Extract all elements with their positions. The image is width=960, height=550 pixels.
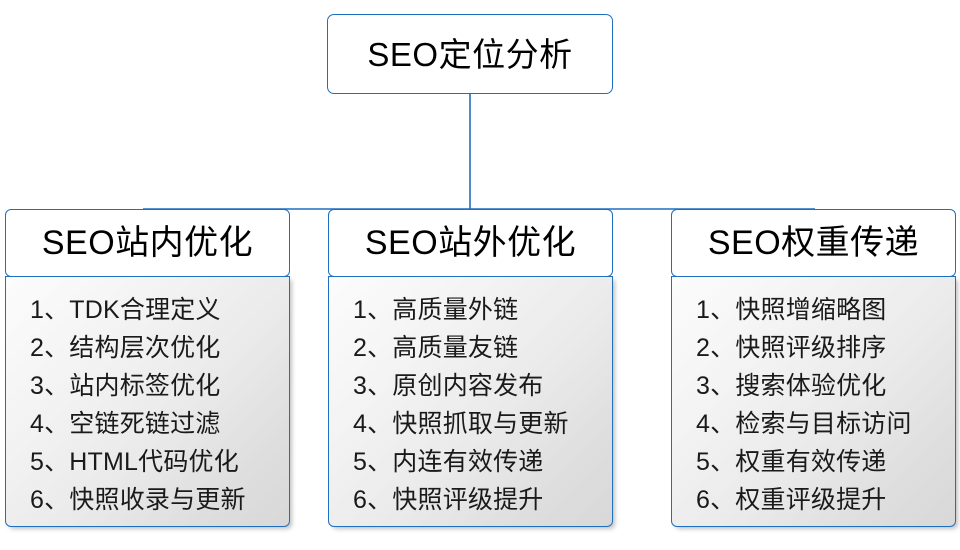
list-item: 3、搜索体验优化: [696, 371, 887, 400]
list-item: 1、TDK合理定义: [30, 295, 221, 324]
list-item: 3、站内标签优化: [30, 371, 221, 400]
branch-list-3: 1、快照增缩略图 2、快照评级排序 3、搜索体验优化 4、检索与目标访问 5、权…: [671, 276, 956, 527]
list-item: 3、原创内容发布: [353, 371, 544, 400]
list-item: 5、内连有效传递: [353, 447, 544, 476]
branch-header-3[interactable]: SEO权重传递: [671, 209, 956, 277]
branch-title-3: SEO权重传递: [707, 224, 920, 262]
branch-list-1: 1、TDK合理定义 2、结构层次优化 3、站内标签优化 4、空链死链过滤 5、H…: [5, 276, 290, 527]
list-item: 1、快照增缩略图: [696, 295, 887, 324]
branch-column-3: SEO权重传递 1、快照增缩略图 2、快照评级排序 3、搜索体验优化 4、检索与…: [671, 209, 956, 527]
branch-column-1: SEO站内优化 1、TDK合理定义 2、结构层次优化 3、站内标签优化 4、空链…: [5, 209, 290, 527]
list-item: 5、权重有效传递: [696, 447, 887, 476]
list-item: 2、快照评级排序: [696, 333, 887, 362]
list-item: 6、快照评级提升: [353, 485, 544, 514]
list-item: 2、结构层次优化: [30, 333, 221, 362]
list-item: 1、高质量外链: [353, 295, 519, 324]
branch-header-1[interactable]: SEO站内优化: [5, 209, 290, 277]
list-item: 4、检索与目标访问: [696, 409, 912, 438]
branch-title-2: SEO站外优化: [364, 224, 577, 262]
root-node-label: SEO定位分析: [367, 35, 573, 73]
list-item: 6、快照收录与更新: [30, 485, 246, 514]
list-item: 4、空链死链过滤: [30, 409, 221, 438]
branch-list-2: 1、高质量外链 2、高质量友链 3、原创内容发布 4、快照抓取与更新 5、内连有…: [328, 276, 613, 527]
list-item: 4、快照抓取与更新: [353, 409, 569, 438]
root-node[interactable]: SEO定位分析: [327, 14, 613, 94]
list-item: 2、高质量友链: [353, 333, 519, 362]
branch-column-2: SEO站外优化 1、高质量外链 2、高质量友链 3、原创内容发布 4、快照抓取与…: [328, 209, 613, 527]
branch-title-1: SEO站内优化: [41, 224, 254, 262]
branch-header-2[interactable]: SEO站外优化: [328, 209, 613, 277]
list-item: 6、权重评级提升: [696, 485, 887, 514]
list-item: 5、HTML代码优化: [30, 447, 239, 476]
